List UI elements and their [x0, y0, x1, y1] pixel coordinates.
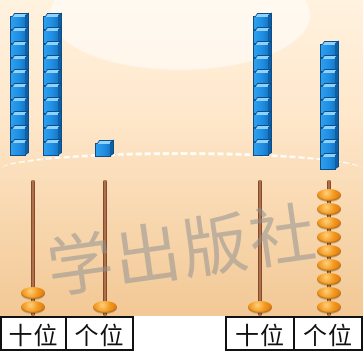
left-tens-tower-2 — [43, 16, 59, 156]
background-panel: 学出版社 — [0, 0, 363, 316]
right-ones-bead-4 — [317, 259, 341, 271]
unit-cube — [10, 142, 26, 156]
right-ones-bead-3 — [317, 273, 341, 285]
right-ones-bead-5 — [317, 245, 341, 257]
unit-cube — [320, 156, 336, 170]
right-ones-cube-stack — [320, 44, 336, 170]
publisher-watermark: 学出版社 — [42, 194, 323, 309]
left-ones-label: 个位 — [65, 316, 134, 351]
left-ones-cube-stack — [95, 143, 111, 157]
right-ones-bead-8 — [317, 203, 341, 215]
dashed-divider-line — [0, 152, 363, 187]
right-tens-rod — [258, 180, 262, 316]
left-tens-label: 十位 — [0, 316, 67, 351]
right-ones-label: 个位 — [293, 316, 363, 351]
left-tens-rod — [31, 180, 35, 316]
right-tens-tower-1 — [253, 16, 269, 156]
right-tens-bead-1 — [248, 301, 272, 313]
unit-cube — [95, 143, 111, 157]
right-ones-bead-9 — [317, 189, 341, 201]
left-ones-bead-1 — [93, 301, 117, 313]
left-tens-bead-2 — [21, 287, 45, 299]
right-ones-bead-6 — [317, 231, 341, 243]
unit-cube — [43, 142, 59, 156]
right-ones-bead-1 — [317, 301, 341, 313]
left-tens-bead-1 — [21, 301, 45, 313]
left-ones-rod — [103, 180, 107, 316]
right-tens-label: 十位 — [225, 316, 295, 351]
unit-cube — [253, 142, 269, 156]
right-ones-bead-7 — [317, 217, 341, 229]
right-ones-bead-2 — [317, 287, 341, 299]
left-tens-tower-1 — [10, 16, 26, 156]
